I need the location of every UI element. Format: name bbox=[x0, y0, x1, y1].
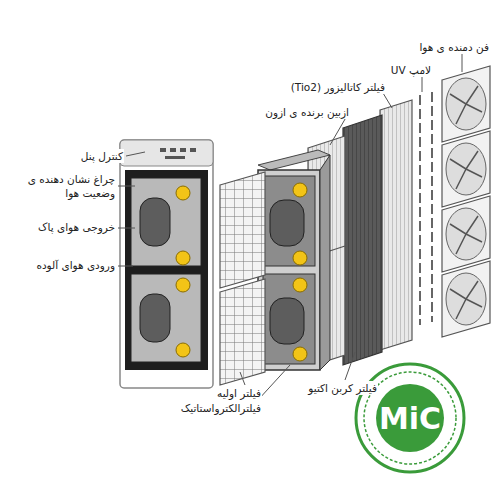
part-label: لامپ UV bbox=[390, 63, 432, 77]
part-label: ورودی هوای آلوده bbox=[35, 258, 116, 272]
part-label: چراغ نشان دهنده ی وضعیت هوا bbox=[14, 172, 116, 200]
part-label: فیلتر اولیه bbox=[216, 386, 262, 400]
part-label: فن دمنده ی هوا bbox=[418, 40, 490, 54]
part-label: ازبین برنده ی ازون bbox=[264, 105, 350, 119]
part-label: فیلتر کربن اکتیو bbox=[307, 381, 378, 395]
part-label: فیلتر کاتالیزور (Tio2) bbox=[290, 80, 386, 94]
part-label: فیلترالکترواستاتیک bbox=[180, 401, 262, 415]
part-label: خروجی هوای پاک bbox=[37, 220, 116, 234]
part-label: کنترل پنل bbox=[80, 149, 124, 163]
logo-mark: MiC bbox=[379, 401, 441, 436]
